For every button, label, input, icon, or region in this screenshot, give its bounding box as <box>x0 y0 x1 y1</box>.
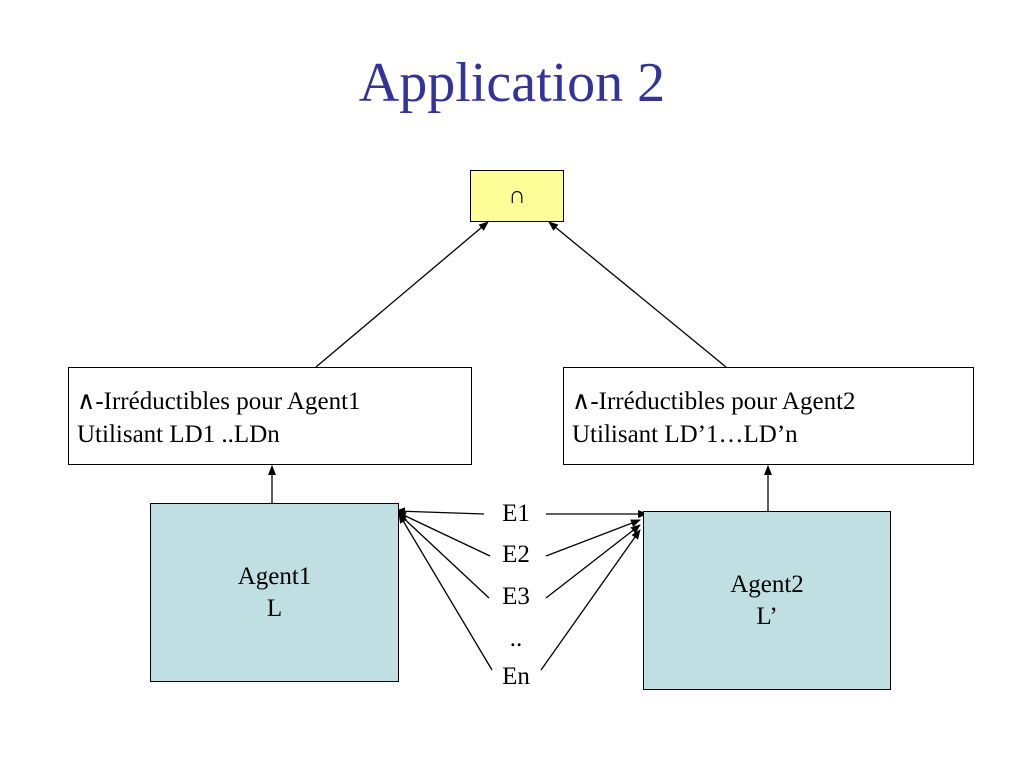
irreducibles-agent2-line2: Utilisant LD’1…LD’n <box>572 421 798 448</box>
intersection-box: ∩ <box>470 170 564 222</box>
irreducibles-agent1-box: ∧-Irréductibles pour Agent1 Utilisant LD… <box>68 367 472 465</box>
agent1-language: L <box>266 594 283 622</box>
exchange-label-e1: E1 <box>502 500 530 527</box>
exchange-label-dots: .. <box>509 625 523 652</box>
arrow-e3-to-agent1 <box>397 512 490 599</box>
arrow-en-to-agent1 <box>398 513 493 671</box>
arrow-irr2-to-intersection <box>548 221 727 368</box>
arrow-e2-to-agent1 <box>396 511 491 557</box>
arrow-e1-to-agent1 <box>395 507 485 516</box>
irreducibles-agent2-line1: ∧-Irréductibles pour Agent2 <box>572 388 856 415</box>
arrow-e2-to-agent2 <box>545 519 641 557</box>
irreducibles-agent1-line2: Utilisant LD1 ..LDn <box>77 421 280 448</box>
agent1-name: Agent1 <box>237 562 312 590</box>
intersection-symbol: ∩ <box>508 182 526 209</box>
arrow-irr1-to-intersection <box>315 221 489 368</box>
and-symbol: ∧ <box>572 388 591 415</box>
exchange-label-en: En <box>502 663 530 690</box>
agent2-box: Agent2 L’ <box>643 511 891 690</box>
and-symbol: ∧ <box>77 388 96 415</box>
arrow-en-to-agent2 <box>540 529 641 671</box>
exchange-label-e2: E2 <box>502 541 530 568</box>
irreducibles-agent1-line1: ∧-Irréductibles pour Agent1 <box>77 388 361 415</box>
irreducibles-agent2-box: ∧-Irréductibles pour Agent2 Utilisant LD… <box>563 367 974 465</box>
agent1-box: Agent1 L <box>150 503 399 682</box>
agent2-language: L’ <box>756 602 778 630</box>
exchange-label-e3: E3 <box>502 583 530 610</box>
agent2-name: Agent2 <box>730 570 804 598</box>
arrow-e3-to-agent2 <box>545 524 641 599</box>
slide-title: Application 2 <box>358 52 666 114</box>
